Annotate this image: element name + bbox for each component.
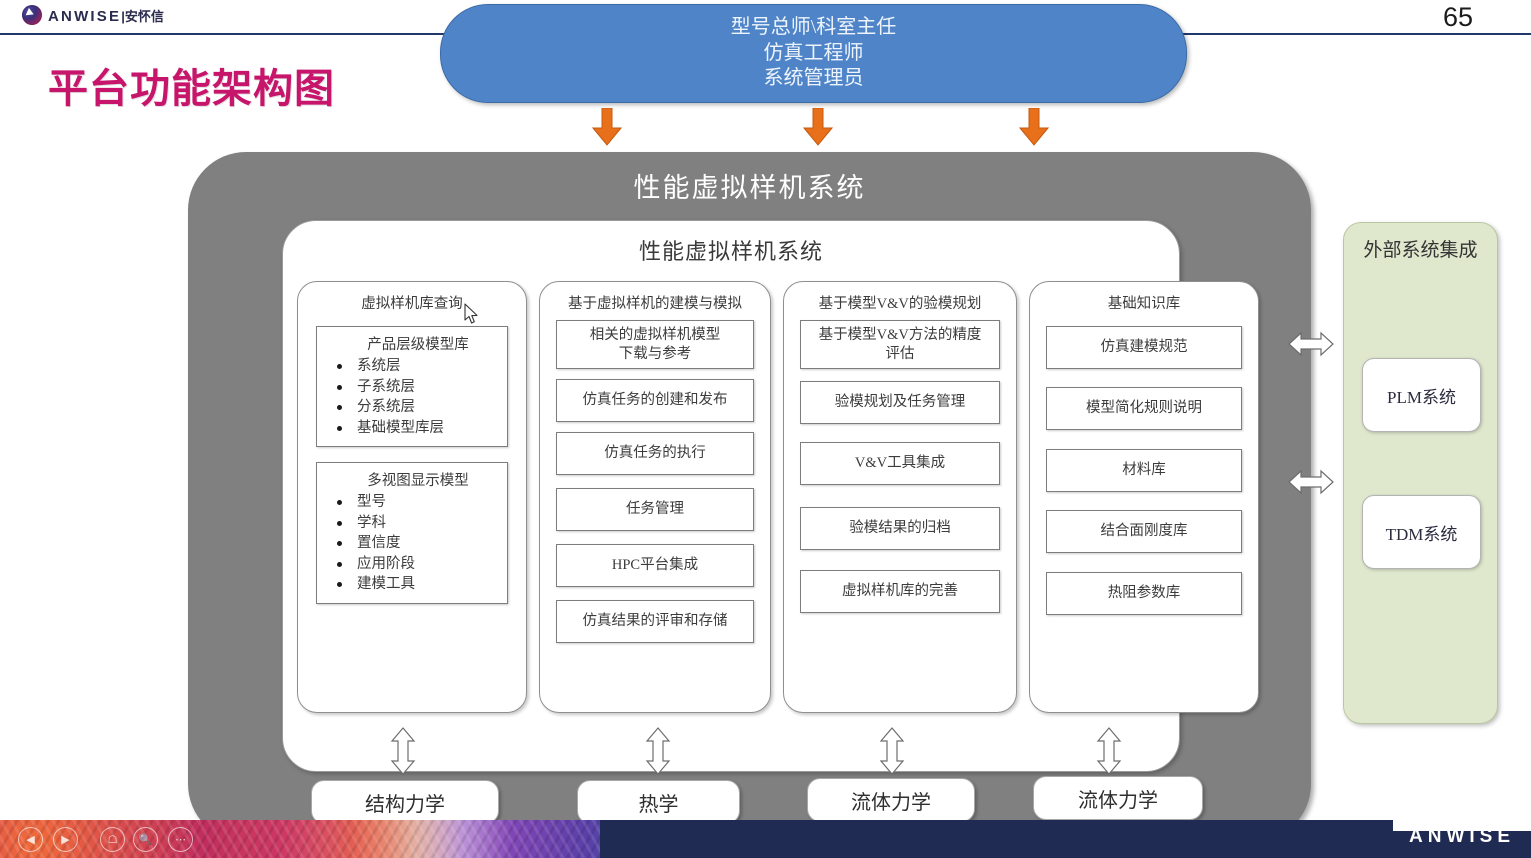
module-item[interactable]: 仿真任务的执行 [556, 432, 754, 475]
discipline-box-2[interactable]: 流体力学 [807, 778, 975, 822]
bullet-group-head-1: 多视图显示模型 [367, 473, 469, 489]
footer-notch [1393, 820, 1531, 831]
prev-icon[interactable]: ◀ [18, 827, 43, 852]
list-item[interactable]: 分系统层 [331, 397, 507, 418]
module-item[interactable]: 结合面刚度库 [1046, 510, 1242, 553]
down-arrow-icon-1 [803, 108, 833, 146]
module-column-knowledge-base[interactable]: 基础知识库 仿真建模规范 模型简化规则说明 材料库 结合面刚度库 热阻参数库 [1029, 281, 1259, 713]
module-column-virtual-prototype-query[interactable]: 虚拟样机库查询 产品层级模型库 系统层 子系统层 分系统层 基础模型库层 多视图… [297, 281, 527, 713]
module-item[interactable]: 任务管理 [556, 488, 754, 531]
role-line-2: 系统管理员 [763, 67, 864, 90]
double-arrow-icon-plm [1288, 330, 1334, 358]
column-title-3: 基础知识库 [1107, 296, 1181, 312]
external-system-plm[interactable]: PLM系统 [1362, 358, 1481, 432]
external-panel-title: 外部系统集成 [1363, 240, 1478, 261]
brand-name: ANWISE|安怀信 [48, 6, 164, 25]
footer-strip: ◀ ▶ ☖ 🔍 ⋯ ANWISE [0, 820, 1531, 858]
double-arrow-icon-0 [390, 727, 416, 775]
bullet-list-0: 系统层 子系统层 分系统层 基础模型库层 [317, 356, 507, 438]
mouse-cursor-icon [464, 303, 480, 325]
page-number: 65 [1442, 2, 1473, 32]
search-icon[interactable]: 🔍 [133, 827, 158, 852]
bullet-group-multiview-model[interactable]: 多视图显示模型 型号 学科 置信度 应用阶段 建模工具 [316, 462, 508, 604]
list-item[interactable]: 学科 [331, 513, 507, 534]
footer-wordmark: ANWISE [1409, 826, 1515, 847]
list-item[interactable]: 建模工具 [331, 574, 507, 595]
double-arrow-icon-3 [1096, 727, 1122, 775]
column-title-2: 基于模型V&V的验模规划 [818, 296, 982, 312]
outer-system-container: 性能虚拟样机系统 性能虚拟样机系统 虚拟样机库查询 产品层级模型库 系统层 子系… [188, 152, 1334, 842]
module-item[interactable]: 基于模型V&V方法的精度评估 [800, 320, 1000, 369]
list-item[interactable]: 子系统层 [331, 377, 507, 398]
external-system-tdm[interactable]: TDM系统 [1362, 495, 1481, 569]
list-item[interactable]: 基础模型库层 [331, 418, 507, 439]
discipline-box-1[interactable]: 热学 [577, 780, 740, 824]
inner-system-title: 性能虚拟样机系统 [638, 239, 823, 264]
module-item[interactable]: 热阻参数库 [1046, 572, 1242, 615]
column-title-1: 基于虚拟样机的建模与模拟 [568, 296, 742, 312]
footer-decoration [0, 820, 600, 858]
double-arrow-icon-1 [645, 727, 671, 775]
list-item[interactable]: 型号 [331, 492, 507, 513]
brand-logo: ANWISE|安怀信 [22, 5, 164, 25]
module-column-modeling-simulation[interactable]: 基于虚拟样机的建模与模拟 相关的虚拟样机模型下载与参考 仿真任务的创建和发布 仿… [539, 281, 771, 713]
brand-latin: ANWISE [48, 7, 122, 25]
inner-system-container: 性能虚拟样机系统 虚拟样机库查询 产品层级模型库 系统层 子系统层 分系统层 基… [282, 220, 1259, 772]
external-integration-panel: 外部系统集成 PLM系统 TDM系统 [1343, 222, 1498, 724]
roles-pill: 型号总师\科室主任 仿真工程师 系统管理员 [440, 4, 1187, 103]
outer-system-title: 性能虚拟样机系统 [633, 173, 866, 203]
discipline-box-3[interactable]: 流体力学 [1033, 776, 1203, 820]
brand-cn: 安怀信 [124, 8, 164, 24]
double-arrow-icon-2 [879, 727, 905, 775]
page-title: 平台功能架构图 [48, 67, 335, 111]
module-column-vv-planning[interactable]: 基于模型V&V的验模规划 基于模型V&V方法的精度评估 验模规划及任务管理 V&… [783, 281, 1017, 713]
role-line-1: 仿真工程师 [763, 41, 864, 64]
down-arrow-icon-2 [1019, 108, 1049, 146]
more-icon[interactable]: ⋯ [168, 827, 193, 852]
column-title-0: 虚拟样机库查询 [361, 296, 463, 312]
discipline-box-0[interactable]: 结构力学 [311, 780, 499, 824]
module-item[interactable]: 仿真任务的创建和发布 [556, 379, 754, 422]
bullet-group-product-hierarchy[interactable]: 产品层级模型库 系统层 子系统层 分系统层 基础模型库层 [316, 326, 508, 448]
module-item[interactable]: 验模结果的归档 [800, 507, 1000, 550]
module-item[interactable]: 相关的虚拟样机模型下载与参考 [556, 320, 754, 369]
bullet-list-1: 型号 学科 置信度 应用阶段 建模工具 [317, 492, 507, 595]
role-line-0: 型号总师\科室主任 [730, 16, 897, 39]
module-item[interactable]: 仿真结果的评审和存储 [556, 600, 754, 643]
module-item[interactable]: 模型简化规则说明 [1046, 387, 1242, 430]
down-arrow-icon-0 [592, 108, 622, 146]
anwise-logo-icon [22, 5, 42, 25]
module-item[interactable]: 验模规划及任务管理 [800, 381, 1000, 424]
bullet-group-head-0: 产品层级模型库 [367, 337, 469, 353]
home-icon[interactable]: ☖ [100, 827, 125, 852]
module-item[interactable]: 材料库 [1046, 449, 1242, 492]
module-item[interactable]: HPC平台集成 [556, 544, 754, 587]
list-item[interactable]: 置信度 [331, 533, 507, 554]
brand-separator: | [121, 8, 125, 24]
list-item[interactable]: 系统层 [331, 356, 507, 377]
module-item[interactable]: V&V工具集成 [800, 442, 1000, 485]
list-item[interactable]: 应用阶段 [331, 554, 507, 575]
double-arrow-icon-tdm [1288, 468, 1334, 496]
module-item[interactable]: 仿真建模规范 [1046, 326, 1242, 369]
play-icon[interactable]: ▶ [53, 827, 78, 852]
module-item[interactable]: 虚拟样机库的完善 [800, 570, 1000, 613]
